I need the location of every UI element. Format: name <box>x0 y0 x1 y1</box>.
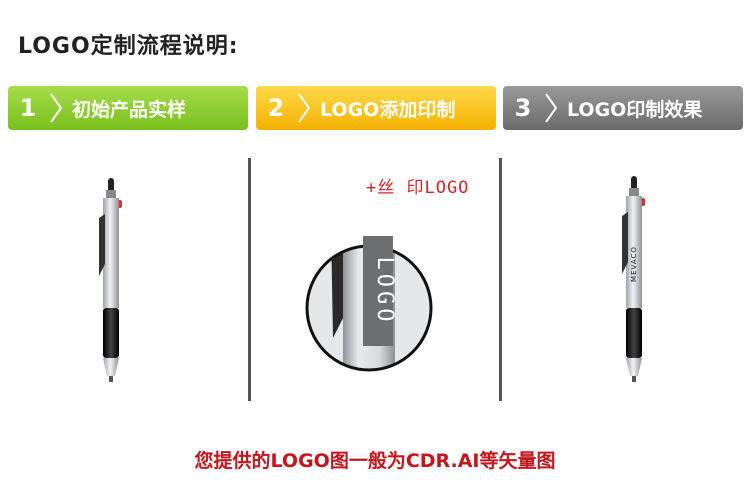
pen-sample-image <box>99 178 122 382</box>
step-1-banner: 1 初始产品实样 <box>8 86 248 130</box>
step-2-number: 2 <box>267 94 285 122</box>
chevron-right-icon <box>50 93 63 123</box>
divider <box>499 158 502 401</box>
divider <box>248 158 251 401</box>
pen-brand-text: MEVACO <box>630 246 638 282</box>
footer-note: 您提供的LOGO图一般为CDR.AI等矢量图 <box>194 450 556 472</box>
step-3-label: LOGO印制效果 <box>567 98 703 121</box>
step-3-banner: 3 LOGO印制效果 <box>503 86 743 130</box>
step-1-label: 初始产品实样 <box>72 98 187 121</box>
page-title: LOGO定制流程说明: <box>18 34 239 59</box>
step-2-banner: 2 LOGO添加印制 <box>256 86 496 130</box>
silk-print-label: +丝 印LOGO <box>366 178 470 198</box>
chevron-right-icon <box>298 93 311 123</box>
zoom-logo-text: LOGO <box>372 257 397 326</box>
step-2-label: LOGO添加印制 <box>320 98 456 121</box>
step-1-number: 1 <box>19 94 37 122</box>
step-3-number: 3 <box>514 94 532 122</box>
pen-printed-image: MEVACO <box>622 176 645 382</box>
chevron-right-icon <box>545 93 558 123</box>
logo-zoom-image: LOGO <box>305 236 433 372</box>
